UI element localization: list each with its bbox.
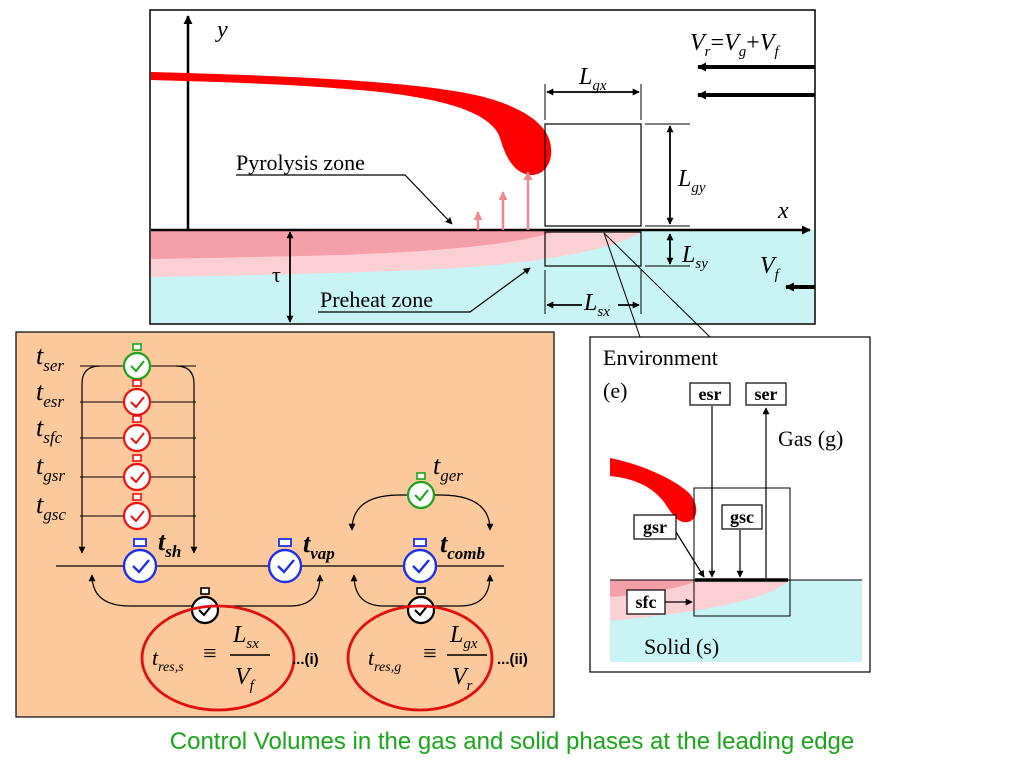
ser-label: ser bbox=[755, 384, 778, 404]
gsc-label: gsc bbox=[730, 507, 754, 527]
preheat-zone-label: Preheat zone bbox=[320, 287, 433, 312]
time-panel-frame bbox=[15, 331, 555, 718]
lsx-label: Lsx bbox=[583, 290, 610, 320]
environment-label: Environment bbox=[603, 345, 718, 370]
eq-i-ellipse bbox=[140, 604, 296, 712]
velocity-relation: Vr=Vg+Vf bbox=[690, 30, 780, 60]
eq-i-numerator: Lsx bbox=[232, 622, 259, 652]
sfc-label: sfc bbox=[636, 592, 657, 612]
x-axis-label: x bbox=[777, 198, 789, 224]
lgy-label: Lgy bbox=[677, 166, 706, 196]
eq-ii-tag: ...(ii) bbox=[497, 651, 528, 668]
equiv-ii: ≡ bbox=[423, 641, 437, 667]
eq-i-tag: ...(i) bbox=[292, 651, 319, 668]
pyrolysis-zone-leader bbox=[236, 174, 453, 225]
eq-i-denominator: Vf bbox=[235, 664, 256, 694]
t-sh-label: tsh bbox=[158, 527, 181, 561]
gsc-box bbox=[721, 504, 763, 530]
flame-shape bbox=[151, 72, 552, 176]
pyrolysis-zone-region bbox=[151, 230, 560, 259]
sfc-box bbox=[626, 589, 666, 615]
time-scale-panel: tser tesr tsfc tgsr tgsc tsh tvap tcomb … bbox=[15, 331, 555, 718]
env-flame-shape bbox=[610, 458, 697, 523]
cv-leader-line bbox=[603, 232, 711, 338]
brace-left bbox=[78, 365, 101, 554]
preheat-zone-leader bbox=[318, 267, 531, 313]
t-res-s: tres,s bbox=[152, 645, 184, 675]
t-gsr-label: tgsr bbox=[36, 451, 65, 485]
environment-label-e: (e) bbox=[603, 378, 627, 403]
pyrolysis-zone-label: Pyrolysis zone bbox=[236, 150, 365, 175]
t-vap-label: tvap bbox=[303, 529, 335, 563]
t-res-g: tres,g bbox=[368, 645, 401, 675]
lsy-label: Lsy bbox=[681, 242, 708, 272]
env-solid-cv bbox=[693, 579, 791, 617]
ser-box bbox=[745, 382, 787, 406]
lgx-label: Lgx bbox=[578, 64, 607, 94]
eq-ii-numerator: Lgx bbox=[449, 622, 478, 652]
top-panel: y x Lgx Lgy Lsy Lsx τ V bbox=[149, 9, 816, 325]
t-gsc-label: tgsc bbox=[36, 490, 66, 524]
solid-label: Solid (s) bbox=[644, 634, 719, 659]
gsr-flux-arrow bbox=[675, 531, 705, 578]
t-ger-label: tger bbox=[433, 451, 463, 485]
gas-label: Gas (g) bbox=[778, 426, 843, 451]
t-esr-label: tesr bbox=[36, 377, 64, 411]
eq-ii-denominator: Vr bbox=[452, 664, 473, 694]
solid-control-volume bbox=[544, 231, 642, 267]
t-sfc-label: tsfc bbox=[36, 413, 63, 447]
gas-control-volume bbox=[544, 123, 642, 227]
brace-right bbox=[175, 365, 198, 554]
esr-label: esr bbox=[699, 384, 722, 404]
esr-box bbox=[689, 382, 731, 406]
t-comb-label: tcomb bbox=[440, 529, 485, 563]
caption: Control Volumes in the gas and solid pha… bbox=[169, 728, 855, 755]
environment-panel: Environment (e) Gas (g) Solid (s) esr se… bbox=[589, 336, 871, 673]
eq-ii-ellipse bbox=[346, 604, 494, 712]
gsr-label: gsr bbox=[643, 517, 667, 537]
y-axis-label: y bbox=[215, 17, 228, 43]
t-ser-label: tser bbox=[36, 341, 64, 375]
tau-label: τ bbox=[272, 262, 281, 287]
gsr-box bbox=[633, 514, 677, 540]
vf-label: Vf bbox=[760, 253, 781, 283]
cv-leader-line bbox=[603, 232, 641, 338]
equiv-i: ≡ bbox=[203, 641, 217, 667]
